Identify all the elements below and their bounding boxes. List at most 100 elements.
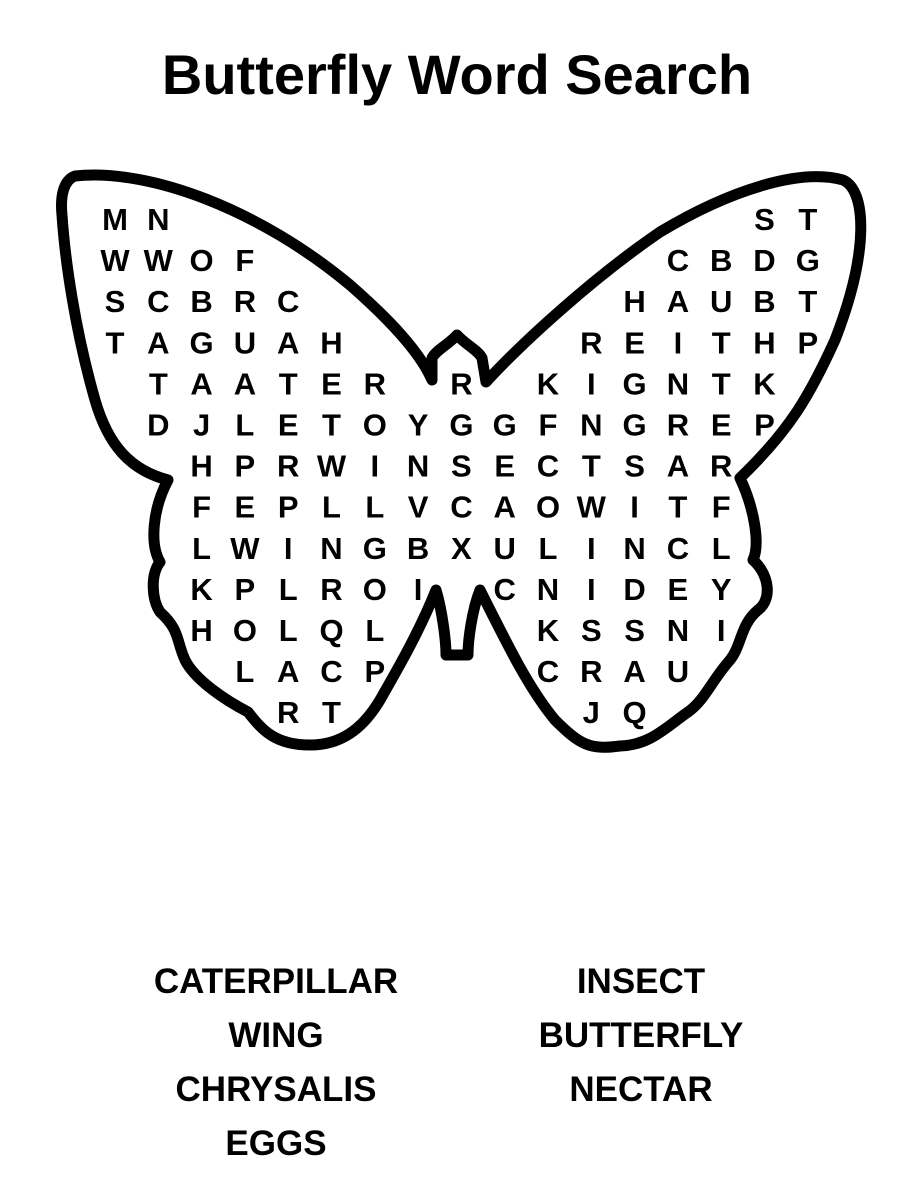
grid-letter[interactable]: T: [798, 284, 817, 319]
grid-letter[interactable]: D: [147, 408, 169, 443]
grid-letter[interactable]: I: [587, 572, 596, 607]
grid-letter[interactable]: E: [494, 449, 515, 484]
grid-letter[interactable]: H: [623, 284, 645, 319]
grid-letter[interactable]: X: [451, 531, 472, 566]
grid-letter[interactable]: I: [630, 490, 639, 525]
grid-letter[interactable]: Q: [319, 613, 343, 648]
grid-letter[interactable]: G: [363, 531, 387, 566]
grid-letter[interactable]: K: [190, 572, 213, 607]
grid-letter[interactable]: K: [753, 366, 776, 401]
grid-letter[interactable]: J: [193, 408, 210, 443]
grid-letter[interactable]: E: [711, 408, 732, 443]
grid-letter[interactable]: T: [322, 695, 341, 730]
grid-letter[interactable]: N: [320, 531, 342, 566]
grid-letter[interactable]: I: [587, 531, 596, 566]
grid-letter[interactable]: C: [667, 531, 689, 566]
grid-letter[interactable]: O: [233, 613, 257, 648]
grid-letter[interactable]: N: [623, 531, 645, 566]
grid-letter[interactable]: H: [190, 613, 212, 648]
grid-letter[interactable]: L: [365, 490, 384, 525]
grid-letter[interactable]: O: [190, 243, 214, 278]
grid-letter[interactable]: G: [623, 408, 647, 443]
grid-letter[interactable]: N: [147, 202, 169, 237]
grid-letter[interactable]: R: [580, 654, 602, 689]
grid-letter[interactable]: C: [537, 449, 559, 484]
grid-letter[interactable]: S: [624, 613, 645, 648]
grid-letter[interactable]: T: [712, 366, 731, 401]
grid-letter[interactable]: L: [279, 572, 298, 607]
grid-letter[interactable]: R: [710, 449, 732, 484]
grid-letter[interactable]: A: [147, 325, 169, 360]
grid-letter[interactable]: T: [798, 202, 817, 237]
grid-letter[interactable]: T: [322, 408, 341, 443]
grid-letter[interactable]: C: [320, 654, 342, 689]
grid-letter[interactable]: P: [364, 654, 385, 689]
grid-letter[interactable]: R: [320, 572, 342, 607]
grid-letter[interactable]: G: [796, 243, 820, 278]
grid-letter[interactable]: G: [623, 366, 647, 401]
grid-letter[interactable]: L: [365, 613, 384, 648]
grid-letter[interactable]: N: [667, 613, 689, 648]
grid-letter[interactable]: A: [623, 654, 645, 689]
grid-letter[interactable]: P: [278, 490, 299, 525]
grid-letter[interactable]: A: [234, 366, 256, 401]
grid-letter[interactable]: L: [712, 531, 731, 566]
grid-letter[interactable]: E: [668, 572, 689, 607]
grid-letter[interactable]: K: [537, 366, 560, 401]
grid-letter[interactable]: G: [449, 408, 473, 443]
grid-letter[interactable]: T: [582, 449, 601, 484]
grid-letter[interactable]: A: [667, 449, 689, 484]
grid-letter[interactable]: S: [624, 449, 645, 484]
grid-letter[interactable]: E: [624, 325, 645, 360]
grid-letter[interactable]: R: [450, 366, 472, 401]
grid-letter[interactable]: W: [144, 243, 174, 278]
grid-letter[interactable]: B: [710, 243, 732, 278]
grid-letter[interactable]: U: [710, 284, 732, 319]
grid-letter[interactable]: N: [407, 449, 429, 484]
grid-letter[interactable]: L: [192, 531, 211, 566]
grid-letter[interactable]: S: [451, 449, 472, 484]
grid-letter[interactable]: K: [537, 613, 560, 648]
grid-letter[interactable]: I: [717, 613, 726, 648]
grid-letter[interactable]: B: [753, 284, 775, 319]
grid-letter[interactable]: R: [277, 449, 299, 484]
grid-letter[interactable]: W: [100, 243, 130, 278]
grid-letter[interactable]: Y: [711, 572, 732, 607]
grid-letter[interactable]: U: [667, 654, 689, 689]
grid-letter[interactable]: I: [414, 572, 423, 607]
grid-letter[interactable]: T: [149, 366, 168, 401]
grid-letter[interactable]: I: [284, 531, 293, 566]
grid-letter[interactable]: L: [322, 490, 341, 525]
grid-letter[interactable]: P: [754, 408, 775, 443]
grid-letter[interactable]: Q: [623, 695, 647, 730]
grid-letter[interactable]: L: [539, 531, 558, 566]
grid-letter[interactable]: I: [674, 325, 683, 360]
grid-letter[interactable]: B: [407, 531, 429, 566]
grid-letter[interactable]: O: [363, 408, 387, 443]
grid-letter[interactable]: R: [277, 695, 299, 730]
grid-letter[interactable]: F: [539, 408, 558, 443]
grid-letter[interactable]: P: [797, 325, 818, 360]
grid-letter[interactable]: S: [581, 613, 602, 648]
grid-letter[interactable]: W: [317, 449, 347, 484]
grid-letter[interactable]: O: [536, 490, 560, 525]
grid-letter[interactable]: A: [190, 366, 212, 401]
grid-letter[interactable]: W: [230, 531, 260, 566]
grid-letter[interactable]: V: [408, 490, 429, 525]
grid-letter[interactable]: A: [667, 284, 689, 319]
grid-letter[interactable]: L: [235, 408, 254, 443]
grid-letter[interactable]: C: [667, 243, 689, 278]
grid-letter[interactable]: F: [192, 490, 211, 525]
grid-letter[interactable]: C: [537, 654, 559, 689]
grid-letter[interactable]: A: [277, 325, 299, 360]
grid-letter[interactable]: A: [494, 490, 516, 525]
grid-letter[interactable]: U: [234, 325, 256, 360]
grid-letter[interactable]: I: [370, 449, 379, 484]
grid-letter[interactable]: P: [235, 449, 256, 484]
grid-letter[interactable]: H: [320, 325, 342, 360]
grid-letter[interactable]: N: [580, 408, 602, 443]
grid-letter[interactable]: T: [279, 366, 298, 401]
grid-letter[interactable]: P: [235, 572, 256, 607]
grid-letter[interactable]: E: [235, 490, 256, 525]
grid-letter[interactable]: H: [753, 325, 775, 360]
